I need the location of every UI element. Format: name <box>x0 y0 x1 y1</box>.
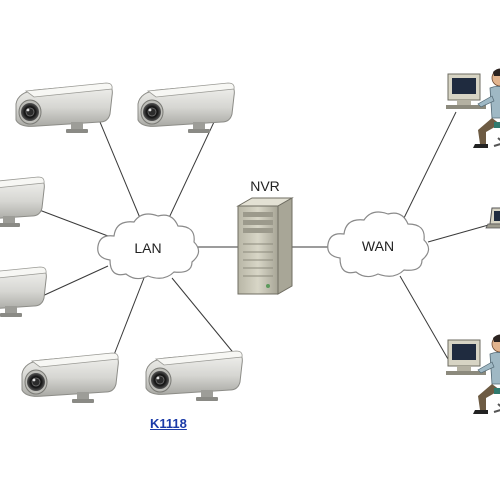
lan-cloud: LAN <box>97 213 200 280</box>
cctv-camera-icon <box>137 82 235 134</box>
cctv-camera-icon <box>15 82 113 134</box>
link-camera-4-lan <box>37 265 109 299</box>
link-camera-5-lan <box>111 277 145 361</box>
client-top <box>445 67 500 149</box>
cctv-camera-icon <box>21 352 119 404</box>
camera-3 <box>0 176 45 228</box>
camera-5 <box>21 352 119 404</box>
link-wan-client-top <box>403 111 457 219</box>
nvr-label: NVR <box>250 178 280 194</box>
wan-cloud: WAN <box>327 211 430 278</box>
server-tower-icon <box>236 197 294 295</box>
link-camera-6-lan <box>171 277 237 357</box>
client-bottom <box>445 333 500 415</box>
cctv-camera-icon <box>0 176 45 228</box>
link-camera-2-lan <box>167 121 215 221</box>
link-camera-1-lan <box>99 121 141 219</box>
camera-2 <box>137 82 235 134</box>
workstation-user-icon <box>445 67 500 149</box>
camera-1 <box>15 82 113 134</box>
cctv-camera-icon <box>145 350 243 402</box>
link-camera-3-lan <box>33 207 109 237</box>
camera-4 <box>0 266 47 318</box>
wan-label: WAN <box>362 238 394 254</box>
laptop-icon <box>485 207 500 229</box>
caption-link[interactable]: K1118 <box>150 416 187 431</box>
link-wan-client-bottom <box>399 275 453 367</box>
cctv-camera-icon <box>0 266 47 318</box>
nvr-server: NVR <box>236 178 294 295</box>
link-wan-client-middle <box>427 223 493 243</box>
connection-lines <box>33 111 493 367</box>
workstation-user-icon <box>445 333 500 415</box>
camera-6 <box>145 350 243 402</box>
lan-label: LAN <box>134 240 161 256</box>
client-middle <box>485 207 500 229</box>
